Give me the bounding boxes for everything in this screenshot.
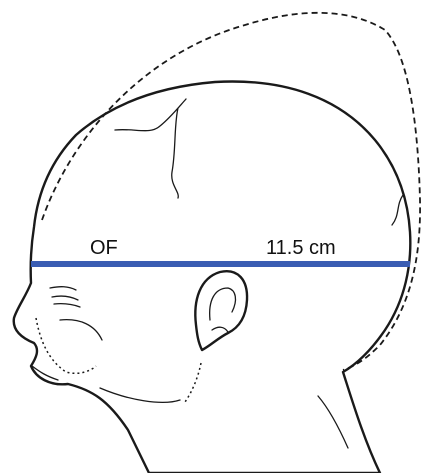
cheek-dotted	[35, 317, 97, 375]
posterior-suture	[391, 194, 404, 226]
nose-fold	[59, 319, 103, 341]
head-silhouette	[12, 80, 412, 473]
jaw-dotted	[184, 362, 202, 403]
mouth	[31, 365, 59, 381]
measure-value-label: 11.5 cm	[266, 237, 336, 259]
expanded-skull-dashed-outline	[41, 11, 421, 371]
closed-eye	[49, 286, 81, 308]
measure-label-of: OF	[90, 237, 118, 259]
ear-inner-fold	[209, 287, 237, 333]
jawline	[99, 387, 181, 403]
cranial-suture	[114, 98, 187, 199]
ear	[194, 270, 249, 352]
neck-crease	[317, 395, 349, 449]
